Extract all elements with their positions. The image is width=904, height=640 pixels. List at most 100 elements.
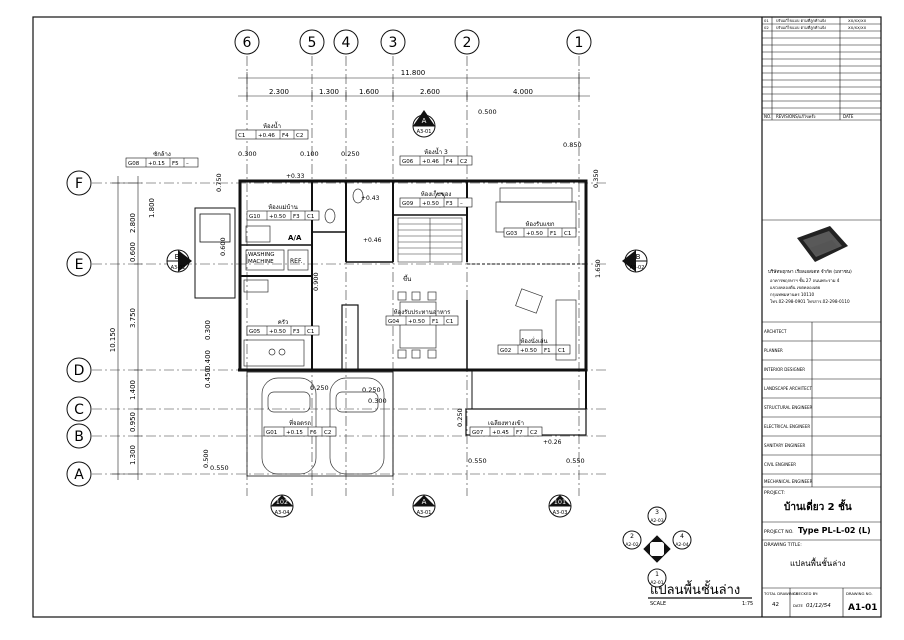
dim-misc: 0.550 xyxy=(468,457,487,465)
room-finish: F1 xyxy=(432,319,439,325)
furniture xyxy=(243,187,577,475)
room-ceiling: – xyxy=(186,161,189,167)
svg-text:101: 101 xyxy=(554,498,566,506)
room-name: ห้องนั่งเล่น xyxy=(520,337,547,345)
room-ceiling: C2 xyxy=(324,430,331,436)
dim-misc: 0.500 xyxy=(202,449,210,468)
ref-label: REF. xyxy=(290,258,302,265)
level-mark: +0.46 xyxy=(363,237,382,244)
room-level: +0.50 xyxy=(526,231,543,237)
title-block-lines xyxy=(762,17,881,617)
date-value: 01/12/54 xyxy=(806,603,831,609)
checked-by-label: CHECKED BY: xyxy=(793,591,818,596)
company-logo xyxy=(797,226,848,262)
dim-left-inner: 1.800 xyxy=(148,198,156,218)
dim-overall-height: 10.150 xyxy=(109,328,117,353)
room-ceiling: C1 xyxy=(307,329,314,335)
dim-left-inner: 0.300 xyxy=(204,320,212,340)
company-address: กรุงเทพมหานคร 10110 xyxy=(770,292,815,298)
room-finish: F4 xyxy=(282,133,289,139)
section-mark-top: A A3-01 xyxy=(412,110,436,138)
svg-text:A2-02: A2-02 xyxy=(625,542,638,548)
dim-left-segment: 0.950 xyxy=(129,412,137,432)
discipline-sanitary: SANITARY ENGINEER xyxy=(764,443,805,448)
dim-left-segment: 1.300 xyxy=(129,445,137,465)
room-tag-box xyxy=(235,129,309,140)
room-ceiling: C2 xyxy=(296,133,303,139)
room-name: ห้องน้ำ 3 xyxy=(424,146,448,156)
room-name: ที่จอดรถ xyxy=(289,419,311,427)
room-code: G07 xyxy=(472,430,484,436)
dim-misc: 0.500 xyxy=(478,108,497,116)
discipline-planner: PLANNER xyxy=(764,348,783,353)
room-level: +0.50 xyxy=(408,319,425,325)
room-finish: F3 xyxy=(293,214,300,220)
grid-col-label: 2 xyxy=(463,35,472,51)
grid-col-label: 3 xyxy=(389,35,398,51)
svg-text:A3-01: A3-01 xyxy=(417,129,432,135)
rev-row-desc: ปรับแก้ไขแบบ ตามที่ลูกค้าแจ้ง xyxy=(776,18,826,23)
room-code: G05 xyxy=(249,329,261,335)
room-code: G10 xyxy=(249,214,261,220)
grid-bubbles-columns: 6 5 4 3 2 1 xyxy=(234,29,592,55)
dim-misc: 0.350 xyxy=(592,169,600,188)
room-finish: F3 xyxy=(446,201,453,207)
grid-col-label: 5 xyxy=(308,35,317,51)
room-level: +0.45 xyxy=(492,430,509,436)
section-mark-right: B A3-02 xyxy=(622,249,648,273)
room-name: ซักล้าง xyxy=(153,151,171,158)
discipline-structural: STRUCTURAL ENGINEER xyxy=(764,405,813,410)
grid-row-label: E xyxy=(75,257,84,273)
sheet-border xyxy=(32,16,882,618)
dim-top-segment: 2.300 xyxy=(269,88,289,96)
staircase xyxy=(397,217,463,263)
dim-misc: 0.900 xyxy=(312,272,320,291)
grid-row-label: A xyxy=(74,467,84,483)
grid-bubbles-rows: F E D C B A xyxy=(66,170,92,487)
dim-misc: 0.250 xyxy=(456,408,464,427)
room-level: +0.50 xyxy=(269,214,286,220)
svg-text:3: 3 xyxy=(655,509,659,516)
rev-row-date: XX/XX/XX xyxy=(848,18,867,23)
room-tag-box xyxy=(263,426,337,437)
dim-misc: 0.600 xyxy=(219,237,227,256)
svg-text:A2-04: A2-04 xyxy=(675,542,688,548)
svg-text:2: 2 xyxy=(630,533,634,540)
room-tag-box xyxy=(246,210,320,221)
room-ceiling: C1 xyxy=(564,231,571,237)
svg-text:A2-01: A2-01 xyxy=(650,580,663,586)
discipline-civil: CIVIL ENGINEER xyxy=(764,462,796,467)
room-code: G01 xyxy=(266,430,277,436)
rev-header-desc: REVISIONS/แก้ไขครั้ง xyxy=(776,112,816,119)
level-mark: +0.26 xyxy=(543,439,562,446)
room-name: ห้องน้ำ xyxy=(263,120,281,130)
room-level: +0.15 xyxy=(148,161,165,167)
grid-col-label: 6 xyxy=(243,35,252,51)
room-finish: F1 xyxy=(550,231,557,237)
drawing-title: แปลนพื้นชั้นล่าง xyxy=(790,557,846,568)
room-tag-box xyxy=(125,157,199,168)
room-ceiling: C2 xyxy=(530,430,537,436)
rev-row-no: 01 xyxy=(764,18,769,23)
plan-scale-value: 1:75 xyxy=(742,601,753,607)
room-level: +0.50 xyxy=(269,329,286,335)
room-tag-box xyxy=(385,315,459,326)
section-mark-102: 102 A3-04 xyxy=(270,494,294,518)
room-name: ห้องแม่บ้าน xyxy=(268,204,298,211)
stair-up-label: ขึ้น xyxy=(403,273,411,283)
rev-header-no: NO. xyxy=(764,114,771,119)
room-code: G08 xyxy=(128,161,140,167)
svg-text:A3-02: A3-02 xyxy=(630,265,645,271)
dim-left-segment: 2.800 xyxy=(129,213,137,233)
drawing-title-label: DRAWING TITLE: xyxy=(764,542,802,548)
ac-label: A/A xyxy=(288,234,302,242)
room-level: +0.46 xyxy=(258,133,275,139)
dim-overall-width: 11.800 xyxy=(401,69,426,77)
dim-top-segment: 1.300 xyxy=(319,88,339,96)
section-mark-left: B A3-02 xyxy=(166,249,192,273)
drawing-no-label: DRAWING NO. xyxy=(846,591,873,596)
